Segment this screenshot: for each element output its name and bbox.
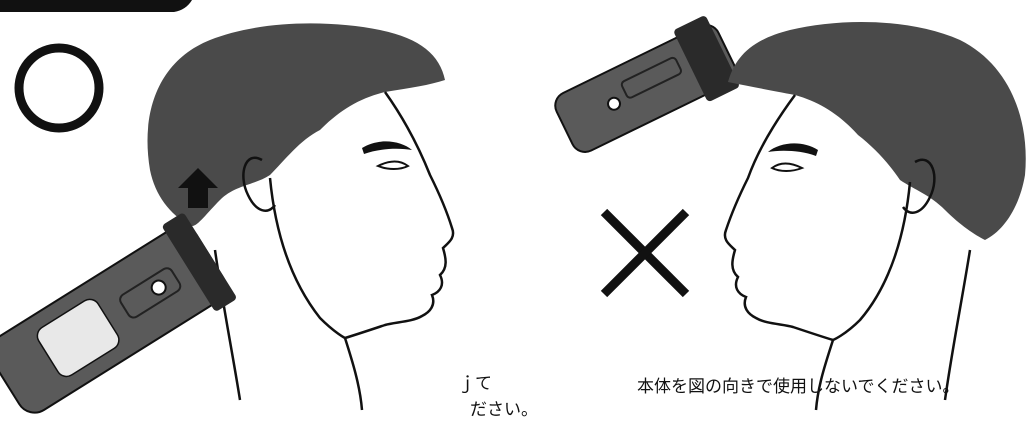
header-tab <box>0 0 192 12</box>
left-clipper <box>0 213 236 414</box>
right-caption: 本体を図の向きで使用しないでください。 <box>637 377 960 397</box>
right-neck-front <box>814 339 835 411</box>
right-panel-incorrect <box>554 16 1026 411</box>
left-head-face <box>344 91 455 340</box>
right-head-face <box>723 94 834 342</box>
right-eye <box>770 162 805 172</box>
left-panel-correct <box>0 23 455 414</box>
left-caption-fragment-1: ｊて <box>458 374 492 394</box>
left-eyebrow <box>362 141 412 154</box>
right-ear <box>901 158 936 214</box>
left-caption-fragment-2: ださい。 <box>470 400 538 420</box>
right-clipper <box>554 16 739 153</box>
left-head-jaw <box>268 177 346 340</box>
arrow-up-icon <box>178 168 218 208</box>
right-head-hair <box>728 21 1026 240</box>
x-incorrect-icon <box>600 208 690 298</box>
left-head-hair <box>147 23 445 226</box>
circle-correct-icon <box>14 43 104 133</box>
right-head-jaw <box>832 181 912 342</box>
left-eye <box>375 160 410 170</box>
left-ear <box>242 156 277 212</box>
right-neck-back <box>943 249 972 401</box>
left-neck-front <box>343 337 364 411</box>
right-eyebrow <box>768 143 818 156</box>
